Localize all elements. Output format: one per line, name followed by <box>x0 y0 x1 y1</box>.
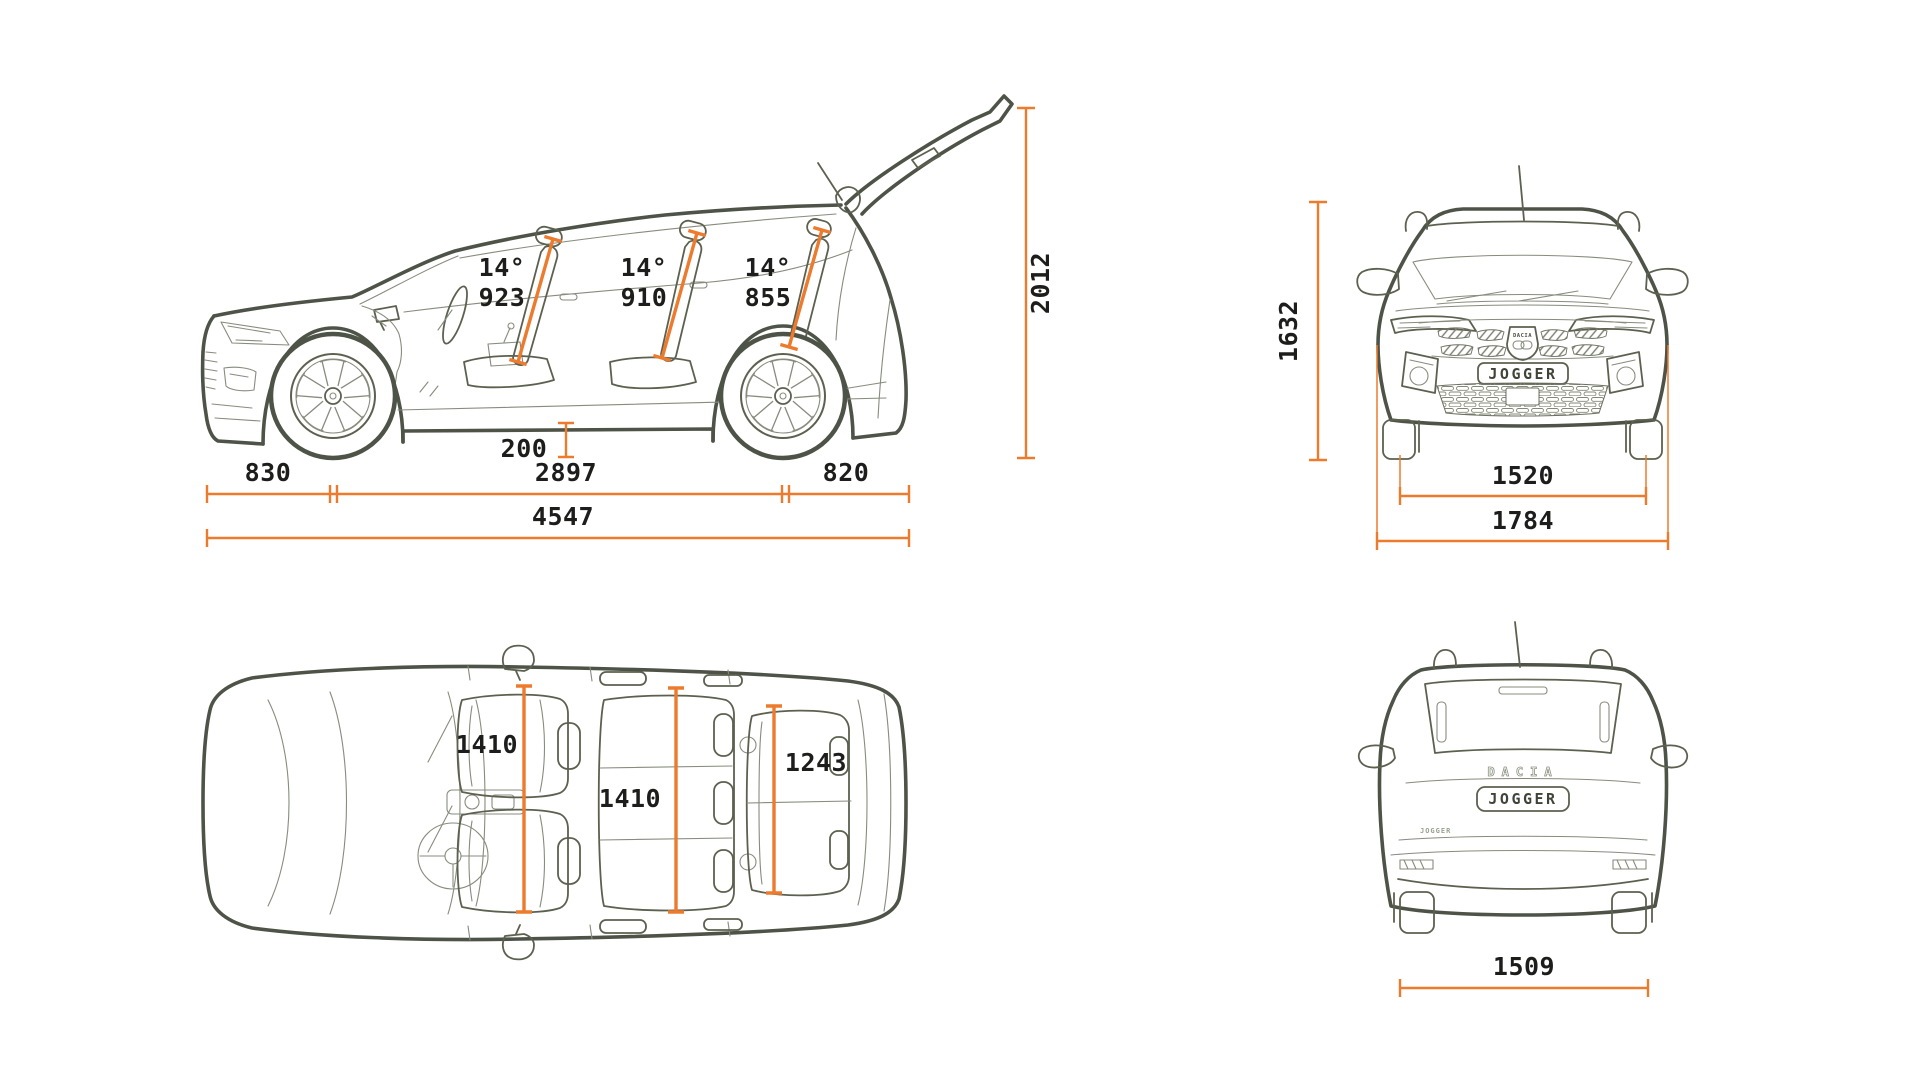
height-label: 2012 <box>1026 252 1055 314</box>
top-row2-label: 1410 <box>599 784 661 813</box>
top-row1-line <box>516 684 532 914</box>
rear-overhang-label: 820 <box>823 458 870 487</box>
seat-angle-lines <box>508 225 832 367</box>
rear-badge-label: JOGGER <box>1420 827 1451 835</box>
ground-clearance-dimension <box>558 421 574 459</box>
seat-height-label-2: 910 <box>621 283 668 312</box>
front-extension-lines <box>1376 345 1669 536</box>
dacia-emblem: DACIA <box>1506 326 1539 361</box>
wheelbase-label: 2897 <box>535 458 597 487</box>
front-overhang-label: 830 <box>245 458 292 487</box>
side-car-drawing <box>200 94 1014 458</box>
front-track-dimension <box>1398 487 1648 505</box>
front-height-label: 1632 <box>1274 300 1303 362</box>
top-view: 1410 1410 1243 <box>201 644 908 961</box>
height-dimension <box>1017 106 1035 460</box>
length-segments-dimension <box>205 485 911 503</box>
front-car-drawing: DACIA JOGGER <box>1356 165 1689 460</box>
overall-length-dimension <box>205 529 911 547</box>
front-plate-label: JOGGER <box>1488 365 1557 383</box>
front-plate: JOGGER <box>1477 362 1569 385</box>
side-front-wheel <box>271 334 395 458</box>
seat-height-label-1: 923 <box>479 283 526 312</box>
rear-plate: JOGGER <box>1476 786 1570 812</box>
rear-plate-label: JOGGER <box>1488 790 1557 808</box>
top-car-drawing <box>201 644 908 961</box>
rear-car-drawing: DACIA JOGGER JOGGER <box>1357 621 1689 934</box>
top-row2-line <box>668 686 684 914</box>
rear-track-dimension <box>1398 979 1650 997</box>
seat-angle-label-3: 14° <box>745 253 792 282</box>
front-track-label: 1520 <box>1492 461 1554 490</box>
ground-clearance-label: 200 <box>501 434 548 463</box>
front-height-dimension <box>1309 200 1327 462</box>
top-row3-line <box>766 704 782 895</box>
front-view: DACIA JOGGER <box>1274 165 1689 550</box>
front-width-dimension <box>1375 532 1670 550</box>
side-rear-wheel <box>721 334 845 458</box>
front-width-label: 1784 <box>1492 506 1554 535</box>
side-view: 14° 923 14° 910 14° 855 200 830 2897 820… <box>200 94 1055 547</box>
seat-angle-label-2: 14° <box>621 253 668 282</box>
overall-length-label: 4547 <box>532 502 594 531</box>
front-emblem-label: DACIA <box>1513 333 1532 339</box>
rear-track-label: 1509 <box>1493 952 1555 981</box>
rear-view: DACIA JOGGER JOGGER <box>1357 621 1689 997</box>
seat-angle-label-1: 14° <box>479 253 526 282</box>
rear-brand-label: DACIA <box>1487 765 1558 779</box>
top-row3-label: 1243 <box>785 748 847 777</box>
top-row1-label: 1410 <box>456 730 518 759</box>
seat-height-label-3: 855 <box>745 283 792 312</box>
